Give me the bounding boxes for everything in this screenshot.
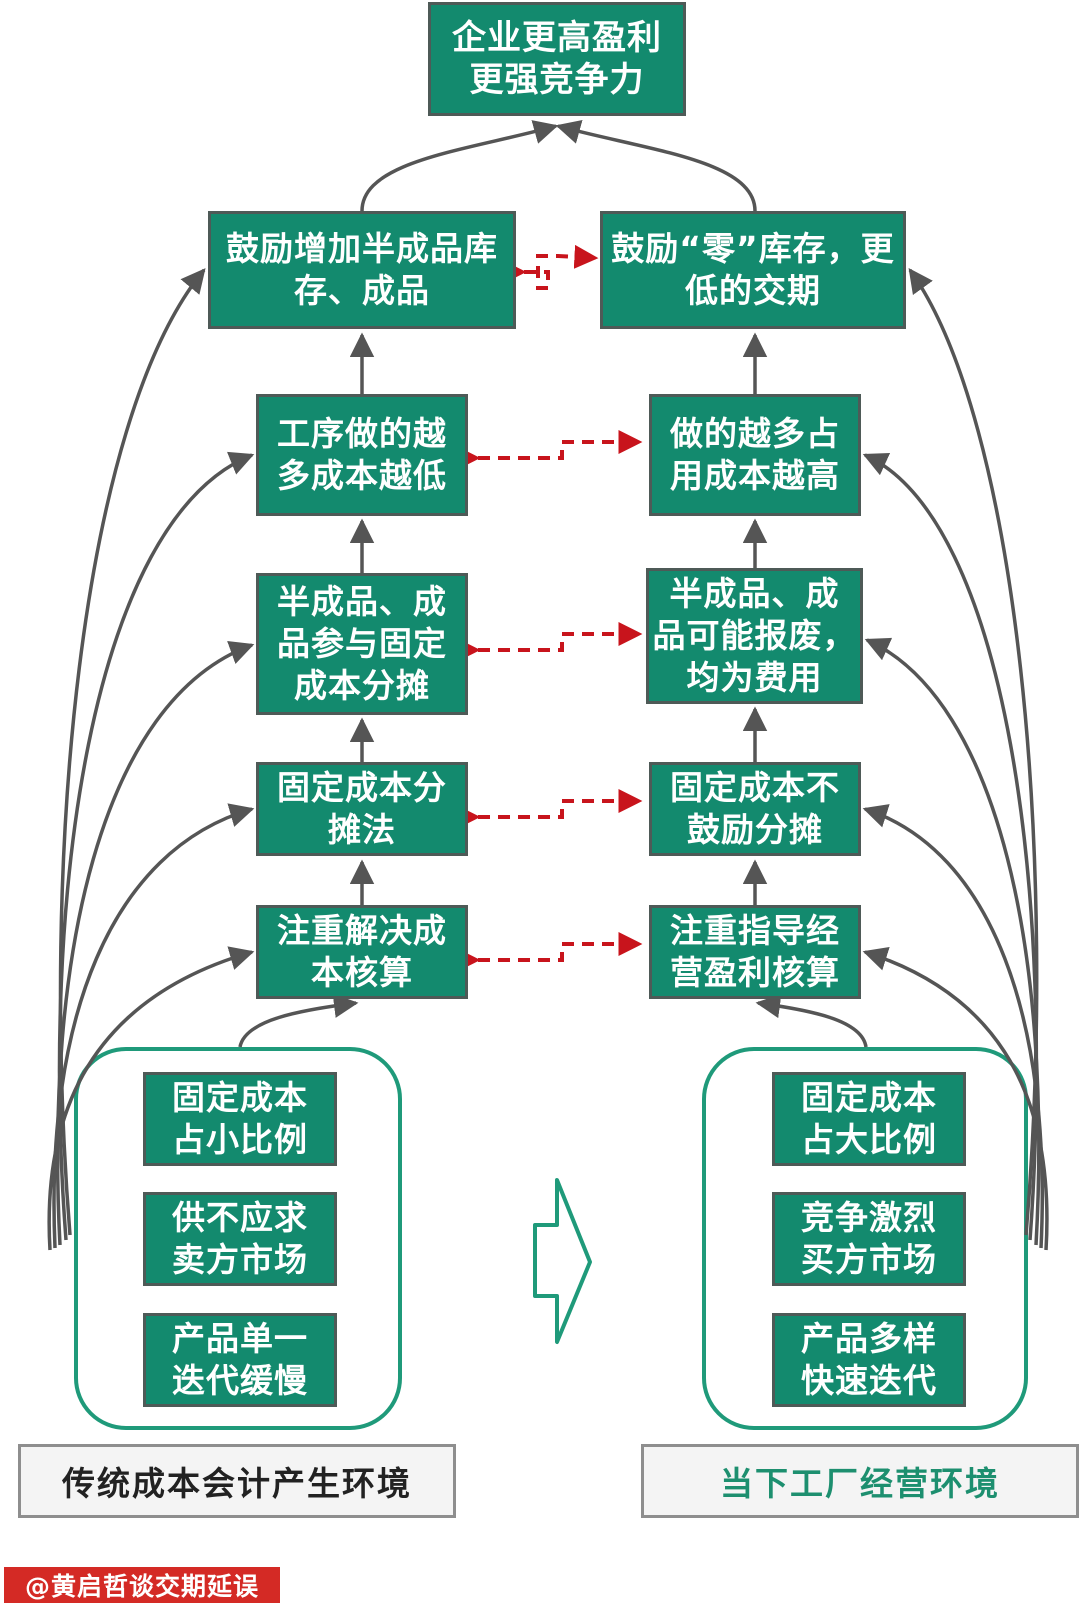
arrow-right-env-to-r1 — [755, 993, 868, 1048]
left-box-fixed-cost-allocation: 固定成本分 摊法 — [256, 762, 468, 856]
left-env-item-sellers-market: 供不应求 卖方市场 — [143, 1192, 337, 1286]
contrast-arrow-row2 — [456, 789, 643, 829]
left-box-more-process-lower-cost: 工序做的越 多成本越低 — [256, 394, 468, 516]
arrow-l5-to-top — [360, 120, 559, 212]
right-box-zero-inventory: 鼓励“零”库存，更 低的交期 — [600, 211, 906, 329]
contrast-arrow-row1 — [456, 932, 643, 972]
left-environment-label: 传统成本会计产生环境 — [18, 1444, 456, 1518]
contrast-arrow-row3 — [456, 622, 643, 662]
right-env-item-fixed-cost-large: 固定成本 占大比例 — [772, 1072, 966, 1166]
arrow-r5-to-top — [555, 120, 757, 212]
curve-right-to-r1 — [862, 946, 1049, 1251]
top-goal-box: 企业更高盈利 更强竞争力 — [428, 2, 686, 116]
contrast-arrow-row4 — [456, 430, 643, 470]
curve-right-to-r2 — [862, 804, 1045, 1249]
left-env-item-single-product: 产品单一 迭代缓慢 — [143, 1313, 337, 1407]
contrast-arrow-row5 — [502, 244, 599, 290]
arrow-left-env-to-l1 — [238, 993, 359, 1048]
left-env-item-fixed-cost-small: 固定成本 占小比例 — [143, 1072, 337, 1166]
right-env-item-buyers-market: 竞争激烈 买方市场 — [772, 1192, 966, 1286]
right-environment-label: 当下工厂经营环境 — [641, 1444, 1079, 1518]
right-box-more-work-higher-cost: 做的越多占 用成本越高 — [649, 394, 861, 516]
right-box-scrap-expense: 半成品、成 品可能报废， 均为费用 — [646, 568, 863, 704]
curve-left-to-l1 — [47, 946, 255, 1251]
right-box-no-allocation: 固定成本不 鼓励分摊 — [649, 762, 861, 856]
hollow-right-arrow-icon — [533, 1178, 592, 1344]
left-box-wip-allocation: 半成品、成 品参与固定 成本分摊 — [256, 573, 468, 715]
right-box-profit-accounting: 注重指导经 营盈利核算 — [649, 905, 861, 999]
left-box-encourage-inventory: 鼓励增加半成品库 存、成品 — [208, 211, 516, 329]
left-box-cost-accounting: 注重解决成 本核算 — [256, 905, 468, 999]
curve-left-to-l2 — [52, 803, 255, 1249]
right-env-item-diverse-products: 产品多样 快速迭代 — [772, 1313, 966, 1407]
author-watermark: @黄启哲谈交期延误 — [4, 1567, 280, 1603]
